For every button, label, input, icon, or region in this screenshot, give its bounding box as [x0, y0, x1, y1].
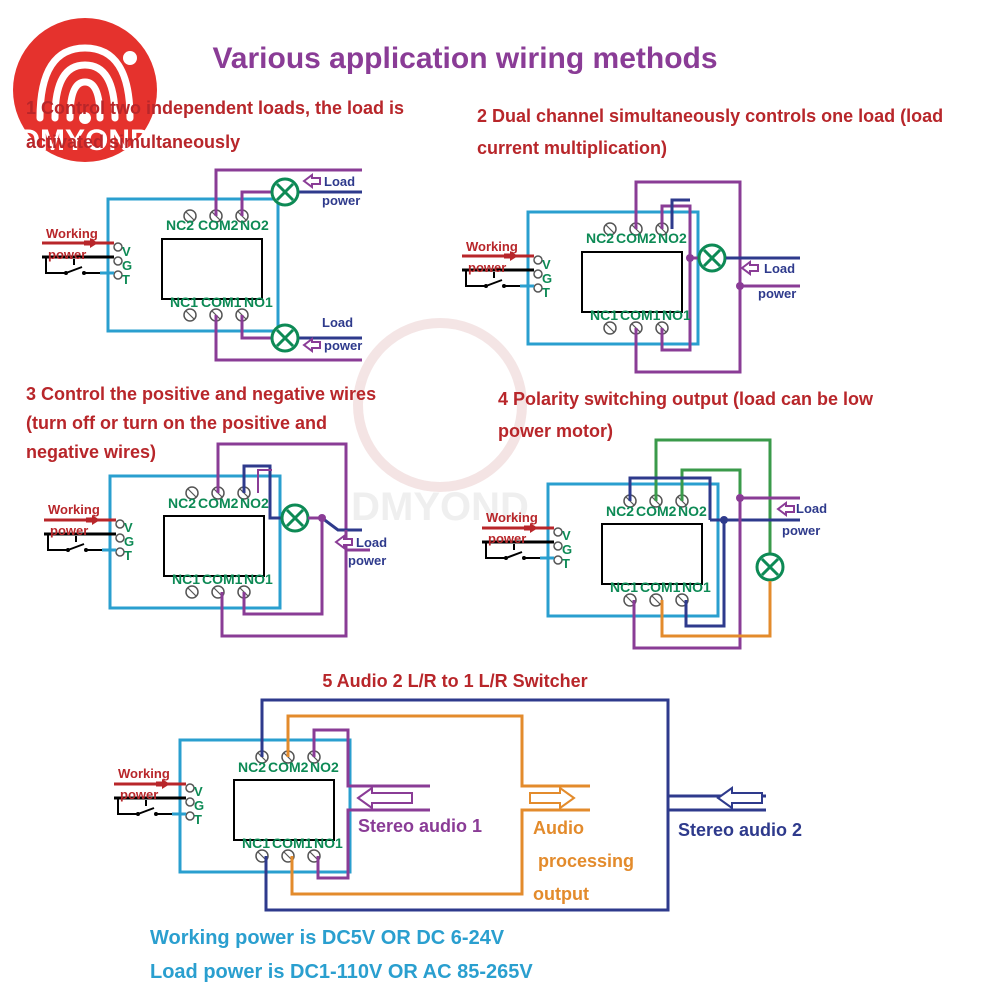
pin-label: G	[562, 542, 572, 557]
load-label: Load	[324, 174, 355, 189]
stereo-audio-2-label: Stereo audio 2	[678, 820, 802, 840]
audio-label-3: output	[533, 884, 589, 904]
logo-text: DMYOND	[18, 124, 151, 157]
terminal-label: NO2	[240, 495, 269, 511]
terminal-label: COM2	[636, 503, 677, 519]
terminal-label: COM2	[268, 759, 309, 775]
watermark: DMYOND	[351, 318, 529, 529]
terminal-label: NC2	[166, 217, 194, 233]
pin-label: V	[542, 257, 551, 272]
pin-label: T	[194, 812, 202, 827]
pin-label: G	[542, 271, 552, 286]
terminal-label: NO2	[658, 230, 687, 246]
power-label: power	[782, 523, 820, 538]
section-1-line-2: activated simultaneously	[26, 132, 240, 152]
working-power-label: power	[468, 260, 506, 275]
load-label: Load	[322, 315, 353, 330]
terminal-label: COM2	[198, 217, 239, 233]
load-label: Load	[356, 535, 387, 550]
pin-label: G	[124, 534, 134, 549]
terminal-label: COM1	[620, 307, 661, 323]
section-3-line-3: negative wires)	[26, 442, 156, 462]
terminal-label: COM2	[616, 230, 657, 246]
pin-label: G	[122, 258, 132, 273]
pin-label: V	[122, 244, 131, 259]
section-5: 5 Audio 2 L/R to 1 L/R Switcher Stereo a…	[112, 671, 802, 912]
stereo-audio-1-label: Stereo audio 1	[358, 816, 482, 836]
power-label: power	[758, 286, 796, 301]
terminal-label: NO1	[244, 294, 273, 310]
section-4: 4 Polarity switching output (load can be…	[480, 389, 874, 650]
working-label: Working	[118, 766, 170, 781]
section-3-line-2: (turn off or turn on the positive and	[26, 413, 327, 433]
pin-label: T	[122, 272, 130, 287]
terminal-label: NC2	[168, 495, 196, 511]
section-3: 3 Control the positive and negative wire…	[26, 384, 387, 638]
working-power-label: power	[488, 531, 526, 546]
footer-line-2: Load power is DC1-110V OR AC 85-265V	[150, 961, 533, 983]
terminal-label: NC2	[238, 759, 266, 775]
terminal-label: NO2	[678, 503, 707, 519]
working-label: Working	[46, 226, 98, 241]
pin-label: T	[562, 556, 570, 571]
section-1: 1 Control two independent loads, the loa…	[26, 98, 404, 362]
load-label: Load	[796, 501, 827, 516]
terminal-label: COM2	[198, 495, 239, 511]
pin-label: V	[194, 784, 203, 799]
pin-label: G	[194, 798, 204, 813]
pin-label: V	[124, 520, 133, 535]
watermark-text: DMYOND	[351, 485, 529, 529]
terminal-label: NO1	[682, 579, 711, 595]
audio-label-2: processing	[538, 851, 634, 871]
terminal-label: NC1	[170, 294, 198, 310]
load-label: Load	[764, 261, 795, 276]
working-label: Working	[48, 502, 100, 517]
footer-line-1: Working power is DC5V OR DC 6-24V	[150, 927, 505, 949]
section-2-line-2: current multiplication)	[477, 138, 667, 158]
power-label: power	[324, 338, 362, 353]
working-power-label: power	[50, 523, 88, 538]
pin-label: V	[562, 528, 571, 543]
working-power-label: power	[120, 787, 158, 802]
terminal-label: COM1	[202, 571, 243, 587]
terminal-label: NO2	[240, 217, 269, 233]
terminal-label: NC1	[242, 835, 270, 851]
terminal-label: NO2	[310, 759, 339, 775]
pin-label: T	[542, 285, 550, 300]
working-label: Working	[466, 239, 518, 254]
brand-logo: DMYOND	[13, 18, 157, 162]
section-1-line-1: 1 Control two independent loads, the loa…	[26, 98, 404, 118]
section-2: 2 Dual channel simultaneously controls o…	[460, 106, 943, 374]
terminal-label: NC2	[606, 503, 634, 519]
page-title: Various application wiring methods	[212, 42, 717, 75]
terminal-label: NC1	[590, 307, 618, 323]
terminal-label: NO1	[662, 307, 691, 323]
terminal-label: NC1	[172, 571, 200, 587]
terminal-label: NO1	[314, 835, 343, 851]
section-4-line-2: power motor)	[498, 421, 613, 441]
section-3-line-1: 3 Control the positive and negative wire…	[26, 384, 376, 404]
audio-label-1: Audio	[533, 818, 584, 838]
terminal-label: COM1	[201, 294, 242, 310]
terminal-label: NC2	[586, 230, 614, 246]
working-label: Working	[486, 510, 538, 525]
power-label: power	[322, 193, 360, 208]
pin-label: T	[124, 548, 132, 563]
terminal-label: NC1	[610, 579, 638, 595]
terminal-label: NO1	[244, 571, 273, 587]
section-2-line-1: 2 Dual channel simultaneously controls o…	[477, 106, 943, 126]
terminal-label: COM1	[272, 835, 313, 851]
terminal-label: COM1	[640, 579, 681, 595]
power-label: power	[348, 553, 386, 568]
working-power-label: power	[48, 247, 86, 262]
section-5-title: 5 Audio 2 L/R to 1 L/R Switcher	[322, 671, 587, 691]
section-4-line-1: 4 Polarity switching output (load can be…	[498, 389, 874, 409]
